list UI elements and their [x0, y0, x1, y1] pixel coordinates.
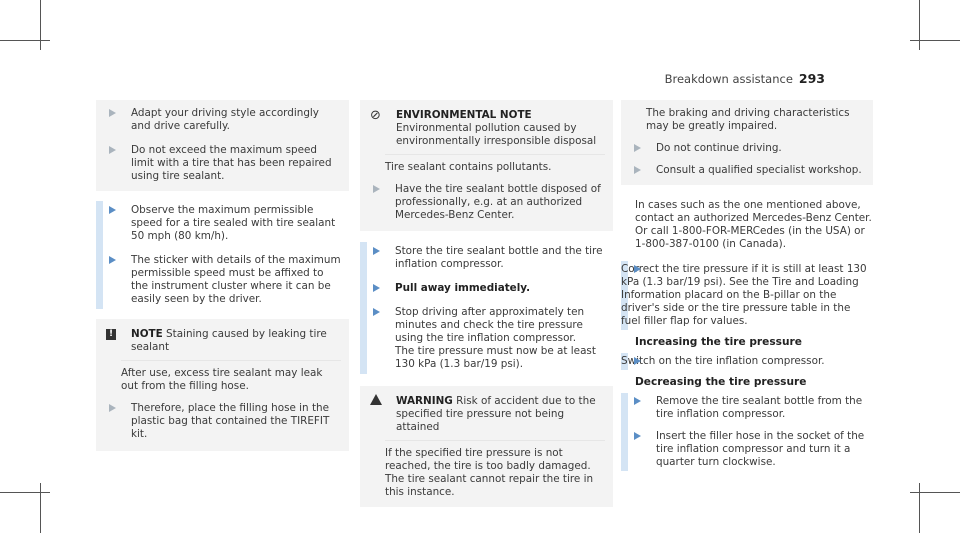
- crop-mark: [910, 492, 960, 493]
- crop-mark: [40, 0, 41, 50]
- leaf-icon: ⊘: [370, 108, 381, 123]
- crop-mark: [0, 40, 50, 41]
- arrow-right-icon: [373, 284, 380, 292]
- column-1: Adapt your driving style accordingly and…: [96, 100, 349, 451]
- environmental-note-box: ⊘ ENVIRONMENTAL NOTE Environmental pollu…: [360, 100, 613, 231]
- warning-box: WARNING Risk of accident due to the spec…: [360, 386, 613, 507]
- arrow-right-icon: [109, 256, 116, 264]
- arrow-right-icon: [634, 357, 641, 365]
- arrow-right-icon: [373, 185, 380, 193]
- list-item: Consult a qualified specialist workshop.: [621, 164, 865, 177]
- column-3: The braking and driving characteristics …: [621, 100, 873, 471]
- arrow-right-icon: [109, 109, 116, 117]
- list-item: Stop driving after approximately ten min…: [360, 306, 607, 345]
- warning-continued-body: The braking and driving characteristics …: [646, 107, 850, 132]
- contact-paragraph: In cases such as the one mentioned above…: [635, 199, 872, 250]
- instruction-steps: Store the tire sealant bottle and the ti…: [360, 242, 613, 374]
- column-2: ⊘ ENVIRONMENTAL NOTE Environmental pollu…: [360, 100, 613, 507]
- section-heading: Increasing the tire pressure: [635, 336, 802, 348]
- arrow-right-icon: [634, 397, 641, 405]
- section-title: Breakdown assistance: [664, 72, 793, 86]
- warning-heading: WARNING Risk of accident due to the spec…: [396, 395, 596, 433]
- list-item: Insert the filler hose in the socket of …: [621, 430, 867, 471]
- list-item: Do not exceed the maximum speed limit wi…: [96, 144, 341, 183]
- list-item: Adapt your driving style accordingly and…: [96, 107, 341, 133]
- crop-mark: [40, 483, 41, 533]
- arrow-right-icon: [634, 144, 641, 152]
- list-item: Pull away immediately.: [360, 282, 607, 295]
- instruction-step: Correct the tire pressure if it is still…: [621, 261, 873, 330]
- list-item: Switch on the tire inflation compressor.: [621, 355, 825, 367]
- list-text: The tire pressure must now be at least 1…: [395, 345, 596, 370]
- list-item: Therefore, place the filling hose in the…: [96, 402, 341, 441]
- list-item: Observe the maximum permissible speed fo…: [96, 201, 343, 243]
- environmental-body: Tire sealant contains pollutants.: [385, 161, 552, 173]
- arrow-right-icon: [634, 166, 641, 174]
- warning-continued-box: The braking and driving characteristics …: [621, 100, 873, 185]
- crop-mark: [919, 0, 920, 50]
- note-heading: NOTE Staining caused by leaking tire sea…: [131, 328, 327, 353]
- instruction-steps: Observe the maximum permissible speed fo…: [96, 201, 349, 309]
- warning-triangle-icon: [370, 394, 382, 405]
- note-box: ! NOTE Staining caused by leaking tire s…: [96, 319, 349, 451]
- list-item: Have the tire sealant bottle disposed of…: [360, 183, 605, 222]
- arrow-right-icon: [373, 308, 380, 316]
- page-header: Breakdown assistance 293: [665, 71, 825, 86]
- arrow-right-icon: [634, 432, 641, 440]
- note-body: After use, excess tire sealant may leak …: [121, 367, 323, 392]
- arrow-right-icon: [373, 247, 380, 255]
- exclamation-icon: !: [106, 329, 116, 340]
- info-box: Adapt your driving style accordingly and…: [96, 100, 349, 191]
- arrow-right-icon: [109, 146, 116, 154]
- list-item: Do not continue driving.: [621, 142, 865, 155]
- section-heading: Decreasing the tire pressure: [635, 376, 807, 388]
- list-item: Store the tire sealant bottle and the ti…: [360, 242, 607, 271]
- environmental-heading: ENVIRONMENTAL NOTE Environmental polluti…: [396, 109, 597, 147]
- list-item: Correct the tire pressure if it is still…: [621, 263, 867, 327]
- list-item: The sticker with details of the maximum …: [96, 254, 343, 309]
- crop-mark: [910, 40, 960, 41]
- crop-mark: [919, 483, 920, 533]
- arrow-right-icon: [109, 206, 116, 214]
- arrow-right-icon: [634, 265, 641, 273]
- crop-mark: [0, 492, 50, 493]
- page-number: 293: [798, 71, 825, 86]
- arrow-right-icon: [109, 404, 116, 412]
- warning-body: If the specified tire pressure is not re…: [385, 447, 594, 498]
- instruction-step: Switch on the tire inflation compressor.: [621, 353, 873, 370]
- instruction-steps: Remove the tire sealant bottle from the …: [621, 393, 873, 471]
- list-item: Remove the tire sealant bottle from the …: [621, 393, 867, 421]
